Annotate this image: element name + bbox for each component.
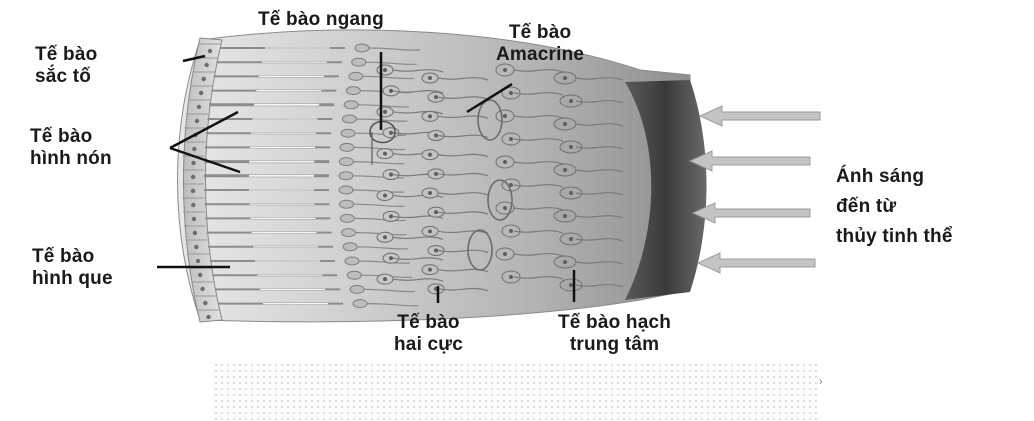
arrow-icon [693, 203, 810, 223]
ganglion-cell-nucleus [569, 237, 573, 241]
amacrine-cell-nucleus [503, 114, 507, 118]
label-rod-cell: Tế bào hình que [32, 246, 113, 290]
horizontal-bipolar-cell-nucleus [389, 131, 393, 135]
label-amacrine-cell: Tế bào Amacrine [496, 22, 584, 66]
dotted-strip [213, 362, 817, 420]
photoreceptor-nucleus [342, 229, 356, 237]
photoreceptor-nucleus [347, 271, 361, 279]
pigment-cell-nucleus [195, 119, 199, 123]
amacrine-cell-nucleus [503, 206, 507, 210]
pigment-cell-nucleus [191, 203, 195, 207]
pigment-cell-nucleus [196, 259, 200, 263]
ganglion-cell-nucleus [569, 283, 573, 287]
label-horizontal-cell: Tế bào ngang [258, 9, 384, 31]
bipolar-cell-nucleus [434, 172, 438, 176]
arrow-icon [698, 253, 815, 273]
label-incoming-light: Ánh sáng đến từ thủy tinh thể [836, 162, 953, 252]
bipolar-cell-nucleus [434, 249, 438, 253]
pigment-cell-nucleus [191, 189, 195, 193]
bipolar-cell-nucleus [428, 191, 432, 195]
horizontal-bipolar-cell-nucleus [383, 277, 387, 281]
ganglion-cell-nucleus [563, 76, 567, 80]
photoreceptor-nucleus [349, 72, 363, 80]
amacrine-cell-nucleus [509, 275, 513, 279]
amacrine-cell-nucleus [509, 91, 513, 95]
photoreceptor-nucleus [353, 300, 367, 308]
ganglion-cell-nucleus [569, 99, 573, 103]
pigment-cell-nucleus [191, 175, 195, 179]
pigment-cell-nucleus [203, 301, 207, 305]
pigment-cell-nucleus [199, 91, 203, 95]
label-pigment-cell: Tế bào sắc tố [35, 44, 97, 88]
bipolar-cell-nucleus [428, 76, 432, 80]
ganglion-cell-nucleus [569, 191, 573, 195]
bipolar-cell-nucleus [434, 95, 438, 99]
horizontal-bipolar-cell-nucleus [383, 152, 387, 156]
ganglion-cell-nucleus [569, 145, 573, 149]
photoreceptor-nucleus [339, 158, 353, 166]
horizontal-bipolar-cell-nucleus [389, 214, 393, 218]
small-mark: › [819, 376, 823, 388]
label-cone-cell: Tế bào hình nón [30, 126, 112, 170]
arrow-icon [690, 151, 810, 171]
pigment-cell-nucleus [200, 287, 204, 291]
photoreceptor-nucleus [345, 257, 359, 265]
horizontal-bipolar-cell-nucleus [389, 89, 393, 93]
photoreceptor-nucleus [343, 243, 357, 251]
photoreceptor-nucleus [342, 115, 356, 123]
bipolar-cell-nucleus [434, 134, 438, 138]
pigment-cell-nucleus [191, 161, 195, 165]
amacrine-cell-nucleus [503, 160, 507, 164]
arrow-icon [700, 106, 820, 126]
amacrine-cell-nucleus [509, 137, 513, 141]
pigment-cell-nucleus [192, 147, 196, 151]
photoreceptor-nucleus [341, 129, 355, 137]
photoreceptor-nucleus [340, 200, 354, 208]
amacrine-cell-nucleus [503, 252, 507, 256]
pigment-cell-nucleus [193, 231, 197, 235]
photoreceptor-nucleus [350, 285, 364, 293]
ganglion-cell-nucleus [563, 260, 567, 264]
pigment-cell-nucleus [208, 49, 212, 53]
label-ganglion-cell: Tế bào hạch trung tâm [558, 312, 671, 356]
amacrine-cell-nucleus [509, 229, 513, 233]
photoreceptor-nucleus [346, 87, 360, 95]
horizontal-bipolar-cell-nucleus [389, 173, 393, 177]
pigment-cell-nucleus [204, 63, 208, 67]
bipolar-cell-nucleus [434, 210, 438, 214]
pigment-cell-nucleus [206, 315, 210, 319]
label-bipolar-cell: Tế bào hai cực [394, 312, 463, 356]
ganglion-cell-nucleus [563, 214, 567, 218]
pigment-cell-nucleus [192, 217, 196, 221]
horizontal-bipolar-cell-nucleus [383, 68, 387, 72]
horizontal-bipolar-cell-nucleus [383, 193, 387, 197]
pigment-cell-nucleus [202, 77, 206, 81]
photoreceptor-nucleus [352, 58, 366, 66]
pigment-cell-nucleus [198, 273, 202, 277]
bipolar-cell-nucleus [428, 153, 432, 157]
photoreceptor-nucleus [339, 186, 353, 194]
pigment-cell-nucleus [194, 245, 198, 249]
pigment-cell-nucleus [197, 105, 201, 109]
photoreceptor-nucleus [339, 172, 353, 180]
bipolar-cell-nucleus [428, 114, 432, 118]
ganglion-cell-nucleus [563, 168, 567, 172]
bipolar-cell-nucleus [428, 268, 432, 272]
amacrine-cell-nucleus [503, 68, 507, 72]
horizontal-bipolar-cell-nucleus [389, 256, 393, 260]
photoreceptor-nucleus [340, 143, 354, 151]
horizontal-bipolar-cell-nucleus [383, 110, 387, 114]
light-arrows [690, 106, 820, 273]
photoreceptor-nucleus [355, 44, 369, 52]
photoreceptor-nucleus [340, 214, 354, 222]
ganglion-cell-nucleus [563, 122, 567, 126]
photoreceptor-nucleus [344, 101, 358, 109]
bipolar-cell-nucleus [428, 229, 432, 233]
horizontal-bipolar-cell-nucleus [383, 235, 387, 239]
